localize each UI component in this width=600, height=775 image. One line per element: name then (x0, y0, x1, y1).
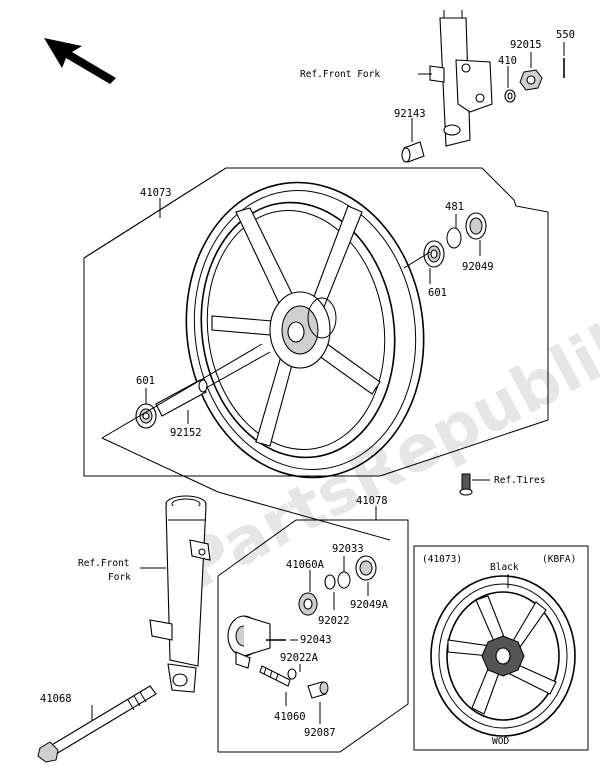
label-92022: 92022 (318, 615, 350, 627)
label-601-right: 601 (428, 287, 447, 299)
label-92043: 92043 (300, 634, 332, 646)
ref-tires: Ref.Tires (494, 475, 545, 486)
front-wheel-drawing (185, 181, 425, 479)
direction-arrow-icon (44, 38, 116, 84)
label-92015: 92015 (510, 39, 542, 51)
label-92152: 92152 (170, 427, 202, 439)
axle-41068 (37, 685, 157, 763)
bushing-92087 (307, 681, 329, 699)
inset-wheel-drawing (430, 575, 576, 737)
ref-front-fork-bottom-2: Fork (108, 572, 131, 583)
inset-color-label: Black (490, 562, 519, 573)
label-601-left: 601 (136, 375, 155, 387)
oil-seal-92049 (465, 212, 487, 240)
ref-front-fork-bottom-1: Ref.Front (78, 558, 129, 569)
right-bearing-601 (423, 240, 445, 268)
label-41068: 41068 (40, 693, 72, 705)
label-92143: 92143 (394, 108, 426, 120)
label-481: 481 (445, 201, 464, 213)
meter-gear-housing (227, 615, 271, 669)
label-41078: 41078 (356, 495, 388, 507)
inset-variant-code: (KBFA) (542, 554, 576, 565)
label-92033: 92033 (332, 543, 364, 555)
pinion-41060 (259, 665, 291, 687)
inset-bottom-code: WOD (492, 736, 509, 747)
label-92087: 92087 (304, 727, 336, 739)
variant-inset-box (413, 545, 589, 751)
gear-41060A (298, 592, 318, 616)
circlip-481 (446, 227, 462, 249)
tire-valve-icon (459, 473, 473, 496)
label-92049A: 92049A (350, 599, 389, 611)
label-550: 550 (556, 29, 575, 41)
label-92022A: 92022A (280, 652, 319, 664)
inset-part-number: (41073) (422, 554, 462, 565)
label-41060A: 41060A (286, 559, 325, 571)
ref-front-fork-top: Ref.Front Fork (300, 69, 380, 80)
label-41073: 41073 (140, 187, 172, 199)
left-bearing-601 (135, 403, 157, 429)
label-41060: 41060 (274, 711, 306, 723)
label-410: 410 (498, 55, 517, 67)
label-92049: 92049 (462, 261, 494, 273)
front-fork-top-drawing (429, 10, 493, 147)
oil-seal-92049A (355, 555, 377, 581)
spacer-92152 (155, 379, 208, 417)
front-fork-bottom-drawing (149, 495, 211, 693)
